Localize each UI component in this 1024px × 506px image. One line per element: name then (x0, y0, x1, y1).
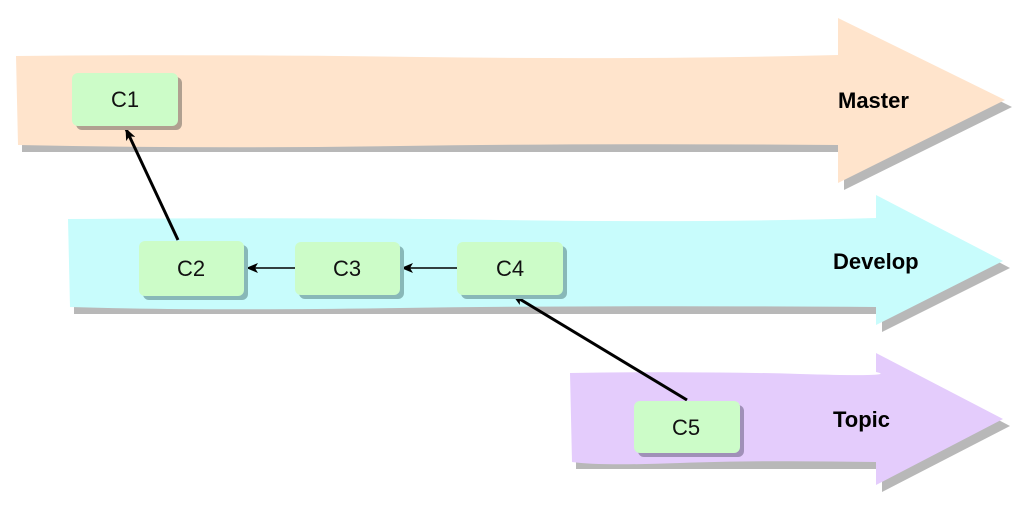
branch-master-label: Master (838, 88, 909, 113)
commit-c5-label: C5 (672, 415, 700, 440)
commit-c1-box[interactable] (72, 73, 178, 126)
commit-c4-box[interactable] (457, 242, 563, 295)
edge-c5-to-c4 (512, 293, 688, 402)
edges (124, 128, 688, 402)
commit-c5-box[interactable] (634, 401, 740, 453)
branch-topic-label: Topic (833, 407, 890, 432)
edge-c2-to-c1 (124, 128, 180, 241)
commit-c3[interactable]: C3 (295, 242, 404, 299)
commit-c3-label: C3 (333, 256, 361, 281)
branch-develop-label: Develop (833, 249, 919, 274)
commit-c2-label: C2 (177, 256, 205, 281)
commit-c4[interactable]: C4 (457, 242, 567, 299)
commit-c2[interactable]: C2 (139, 241, 248, 300)
commit-c2-box[interactable] (139, 241, 244, 296)
commit-c4-label: C4 (496, 256, 524, 281)
commit-c5[interactable]: C5 (634, 401, 744, 457)
commit-c3-box[interactable] (295, 242, 400, 295)
commit-c1-label: C1 (111, 87, 139, 112)
branch-master: Master (16, 18, 1012, 190)
branch-master-arrow (16, 18, 1005, 183)
commit-c1[interactable]: C1 (72, 73, 182, 130)
